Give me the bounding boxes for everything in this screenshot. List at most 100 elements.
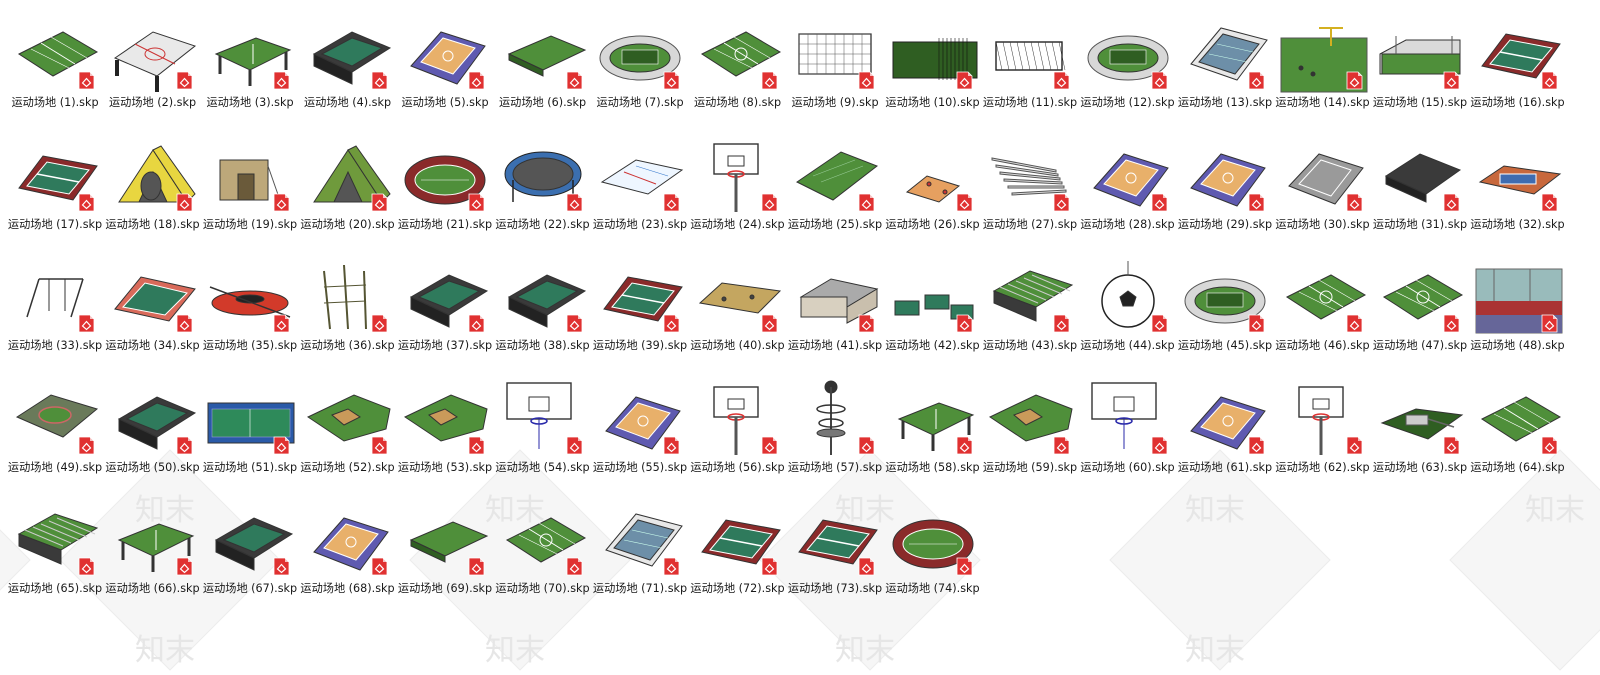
file-item[interactable]: 运动场地 (54).skp xyxy=(495,377,591,495)
thumbnail-frame xyxy=(1177,377,1273,459)
file-item[interactable]: 运动场地 (58).skp xyxy=(885,377,981,495)
file-item[interactable]: 运动场地 (33).skp xyxy=(7,255,103,373)
file-item[interactable]: 运动场地 (63).skp xyxy=(1372,377,1468,495)
file-item[interactable]: 运动场地 (17).skp xyxy=(7,134,103,252)
file-item[interactable]: 运动场地 (74).skp xyxy=(885,498,981,616)
file-name: 运动场地 (34).skp xyxy=(105,339,200,352)
file-name: 运动场地 (29).skp xyxy=(1177,217,1273,231)
file-name: 运动场地 (39).skp xyxy=(592,339,688,352)
file-item[interactable]: 运动场地 (21).skp xyxy=(397,134,493,252)
file-item[interactable]: 运动场地 (18).skp xyxy=(105,134,201,252)
sketchup-file-icon xyxy=(663,557,680,576)
file-item[interactable]: 运动场地 (30).skp xyxy=(1275,134,1371,252)
file-item[interactable]: 运动场地 (50).skp xyxy=(105,377,201,495)
file-item[interactable]: 运动场地 (10).skp xyxy=(885,12,981,130)
file-item[interactable]: 运动场地 (48).skp xyxy=(1470,255,1566,373)
file-item[interactable]: 运动场地 (47).skp xyxy=(1372,255,1468,373)
basketball-court-icon xyxy=(312,517,389,571)
file-item[interactable]: 运动场地 (13).skp xyxy=(1177,12,1273,130)
file-item[interactable]: 运动场地 (29).skp xyxy=(1177,134,1273,252)
file-item[interactable]: 运动场地 (55).skp xyxy=(592,377,688,495)
thumbnail-frame xyxy=(592,134,688,216)
file-item[interactable]: 运动场地 (25).skp xyxy=(787,134,883,252)
file-name: 运动场地 (31).skp xyxy=(1372,217,1468,231)
file-name: 运动场地 (47).skp xyxy=(1372,339,1468,352)
file-item[interactable]: 运动场地 (37).skp xyxy=(397,255,493,373)
file-item[interactable]: 运动场地 (20).skp xyxy=(300,134,396,252)
thumbnail-frame xyxy=(202,255,298,337)
file-item[interactable]: 运动场地 (31).skp xyxy=(1372,134,1468,252)
watermark-text: 知末 xyxy=(835,633,895,668)
file-name: 运动场地 (62).skp xyxy=(1275,460,1370,474)
thumbnail-frame xyxy=(1470,12,1566,94)
thumbnail-frame xyxy=(1177,12,1273,94)
file-item[interactable]: 运动场地 (7).skp xyxy=(592,12,688,130)
file-item[interactable]: 运动场地 (62).skp xyxy=(1275,377,1371,495)
file-item[interactable]: 运动场地 (11).skp xyxy=(982,12,1078,130)
soccer-field-icon xyxy=(1382,274,1464,320)
file-item[interactable]: 运动场地 (59).skp xyxy=(982,377,1078,495)
file-name: 运动场地 (25).skp xyxy=(787,217,883,231)
file-item[interactable]: 运动场地 (2).skp xyxy=(105,12,201,130)
file-item[interactable]: 运动场地 (72).skp xyxy=(690,498,786,616)
sketchup-file-icon xyxy=(1346,314,1362,333)
file-item[interactable]: 运动场地 (44).skp xyxy=(1080,255,1176,373)
file-item[interactable]: 运动场地 (19).skp xyxy=(202,134,298,252)
file-item[interactable]: 运动场地 (73).skp xyxy=(787,498,883,616)
file-item[interactable]: 运动场地 (39).skp xyxy=(592,255,688,373)
file-item[interactable]: 运动场地 (4).skp xyxy=(300,12,396,130)
file-item[interactable]: 运动场地 (36).skp xyxy=(300,255,396,373)
file-item[interactable]: 运动场地 (69).skp xyxy=(397,498,493,616)
file-item[interactable]: 运动场地 (49).skp xyxy=(7,377,103,495)
thumbnail-frame xyxy=(300,12,396,94)
file-item[interactable]: 运动场地 (71).skp xyxy=(592,498,688,616)
file-item[interactable]: 运动场地 (34).skp xyxy=(105,255,201,373)
file-item[interactable]: 运动场地 (52).skp xyxy=(300,377,396,495)
file-item[interactable]: 运动场地 (56).skp xyxy=(690,377,786,495)
file-item[interactable]: 运动场地 (23).skp xyxy=(592,134,688,252)
file-name: 运动场地 (49).skp xyxy=(7,460,103,474)
file-item[interactable]: 运动场地 (28).skp xyxy=(1080,134,1176,252)
file-item[interactable]: 运动场地 (12).skp xyxy=(1080,12,1176,130)
file-item[interactable]: 运动场地 (67).skp xyxy=(202,498,298,616)
sketchup-file-icon xyxy=(78,71,95,90)
file-item[interactable]: 运动场地 (38).skp xyxy=(495,255,591,373)
sketchup-file-icon xyxy=(858,314,875,333)
soccer-ball-icon xyxy=(1100,261,1155,328)
file-item[interactable]: 运动场地 (53).skp xyxy=(397,377,493,495)
file-item[interactable]: 运动场地 (41).skp xyxy=(787,255,883,373)
file-item[interactable]: 运动场地 (64).skp xyxy=(1470,377,1566,495)
file-item[interactable]: 运动场地 (24).skp xyxy=(690,134,786,252)
file-item[interactable]: 运动场地 (14).skp xyxy=(1275,12,1371,130)
file-item[interactable]: 运动场地 (6).skp xyxy=(495,12,591,130)
file-item[interactable]: 运动场地 (61).skp xyxy=(1177,377,1273,495)
file-item[interactable]: 运动场地 (40).skp xyxy=(690,255,786,373)
thumbnail-frame xyxy=(592,12,688,94)
file-item[interactable]: 运动场地 (3).skp xyxy=(202,12,298,130)
file-item[interactable]: 运动场地 (60).skp xyxy=(1080,377,1176,495)
file-item[interactable]: 运动场地 (42).skp xyxy=(885,255,981,373)
file-item[interactable]: 运动场地 (32).skp xyxy=(1470,134,1566,252)
file-item[interactable]: 运动场地 (51).skp xyxy=(202,377,298,495)
file-item[interactable]: 运动场地 (45).skp xyxy=(1177,255,1273,373)
file-item[interactable]: 运动场地 (35).skp xyxy=(202,255,298,373)
file-item[interactable]: 运动场地 (27).skp xyxy=(982,134,1078,252)
file-item[interactable]: 运动场地 (65).skp xyxy=(7,498,103,616)
file-item[interactable]: 运动场地 (68).skp xyxy=(300,498,396,616)
file-item[interactable]: 运动场地 (9).skp xyxy=(787,12,883,130)
file-item[interactable]: 运动场地 (22).skp xyxy=(495,134,591,252)
file-item[interactable]: 运动场地 (46).skp xyxy=(1275,255,1371,373)
file-item[interactable]: 运动场地 (57).skp xyxy=(787,377,883,495)
file-item[interactable]: 运动场地 (1).skp xyxy=(7,12,103,130)
file-item[interactable]: 运动场地 (70).skp xyxy=(495,498,591,616)
file-item[interactable]: 运动场地 (8).skp xyxy=(690,12,786,130)
file-item[interactable]: 运动场地 (66).skp xyxy=(105,498,201,616)
file-item[interactable]: 运动场地 (16).skp xyxy=(1470,12,1566,130)
green-table-icon xyxy=(507,35,586,77)
file-item[interactable]: 运动场地 (43).skp xyxy=(982,255,1078,373)
thumbnail-frame xyxy=(202,498,298,580)
file-item[interactable]: 运动场地 (26).skp xyxy=(885,134,981,252)
file-item[interactable]: 运动场地 (15).skp xyxy=(1372,12,1468,130)
file-item[interactable]: 运动场地 (5).skp xyxy=(397,12,493,130)
file-name: 运动场地 (11).skp xyxy=(982,96,1078,109)
